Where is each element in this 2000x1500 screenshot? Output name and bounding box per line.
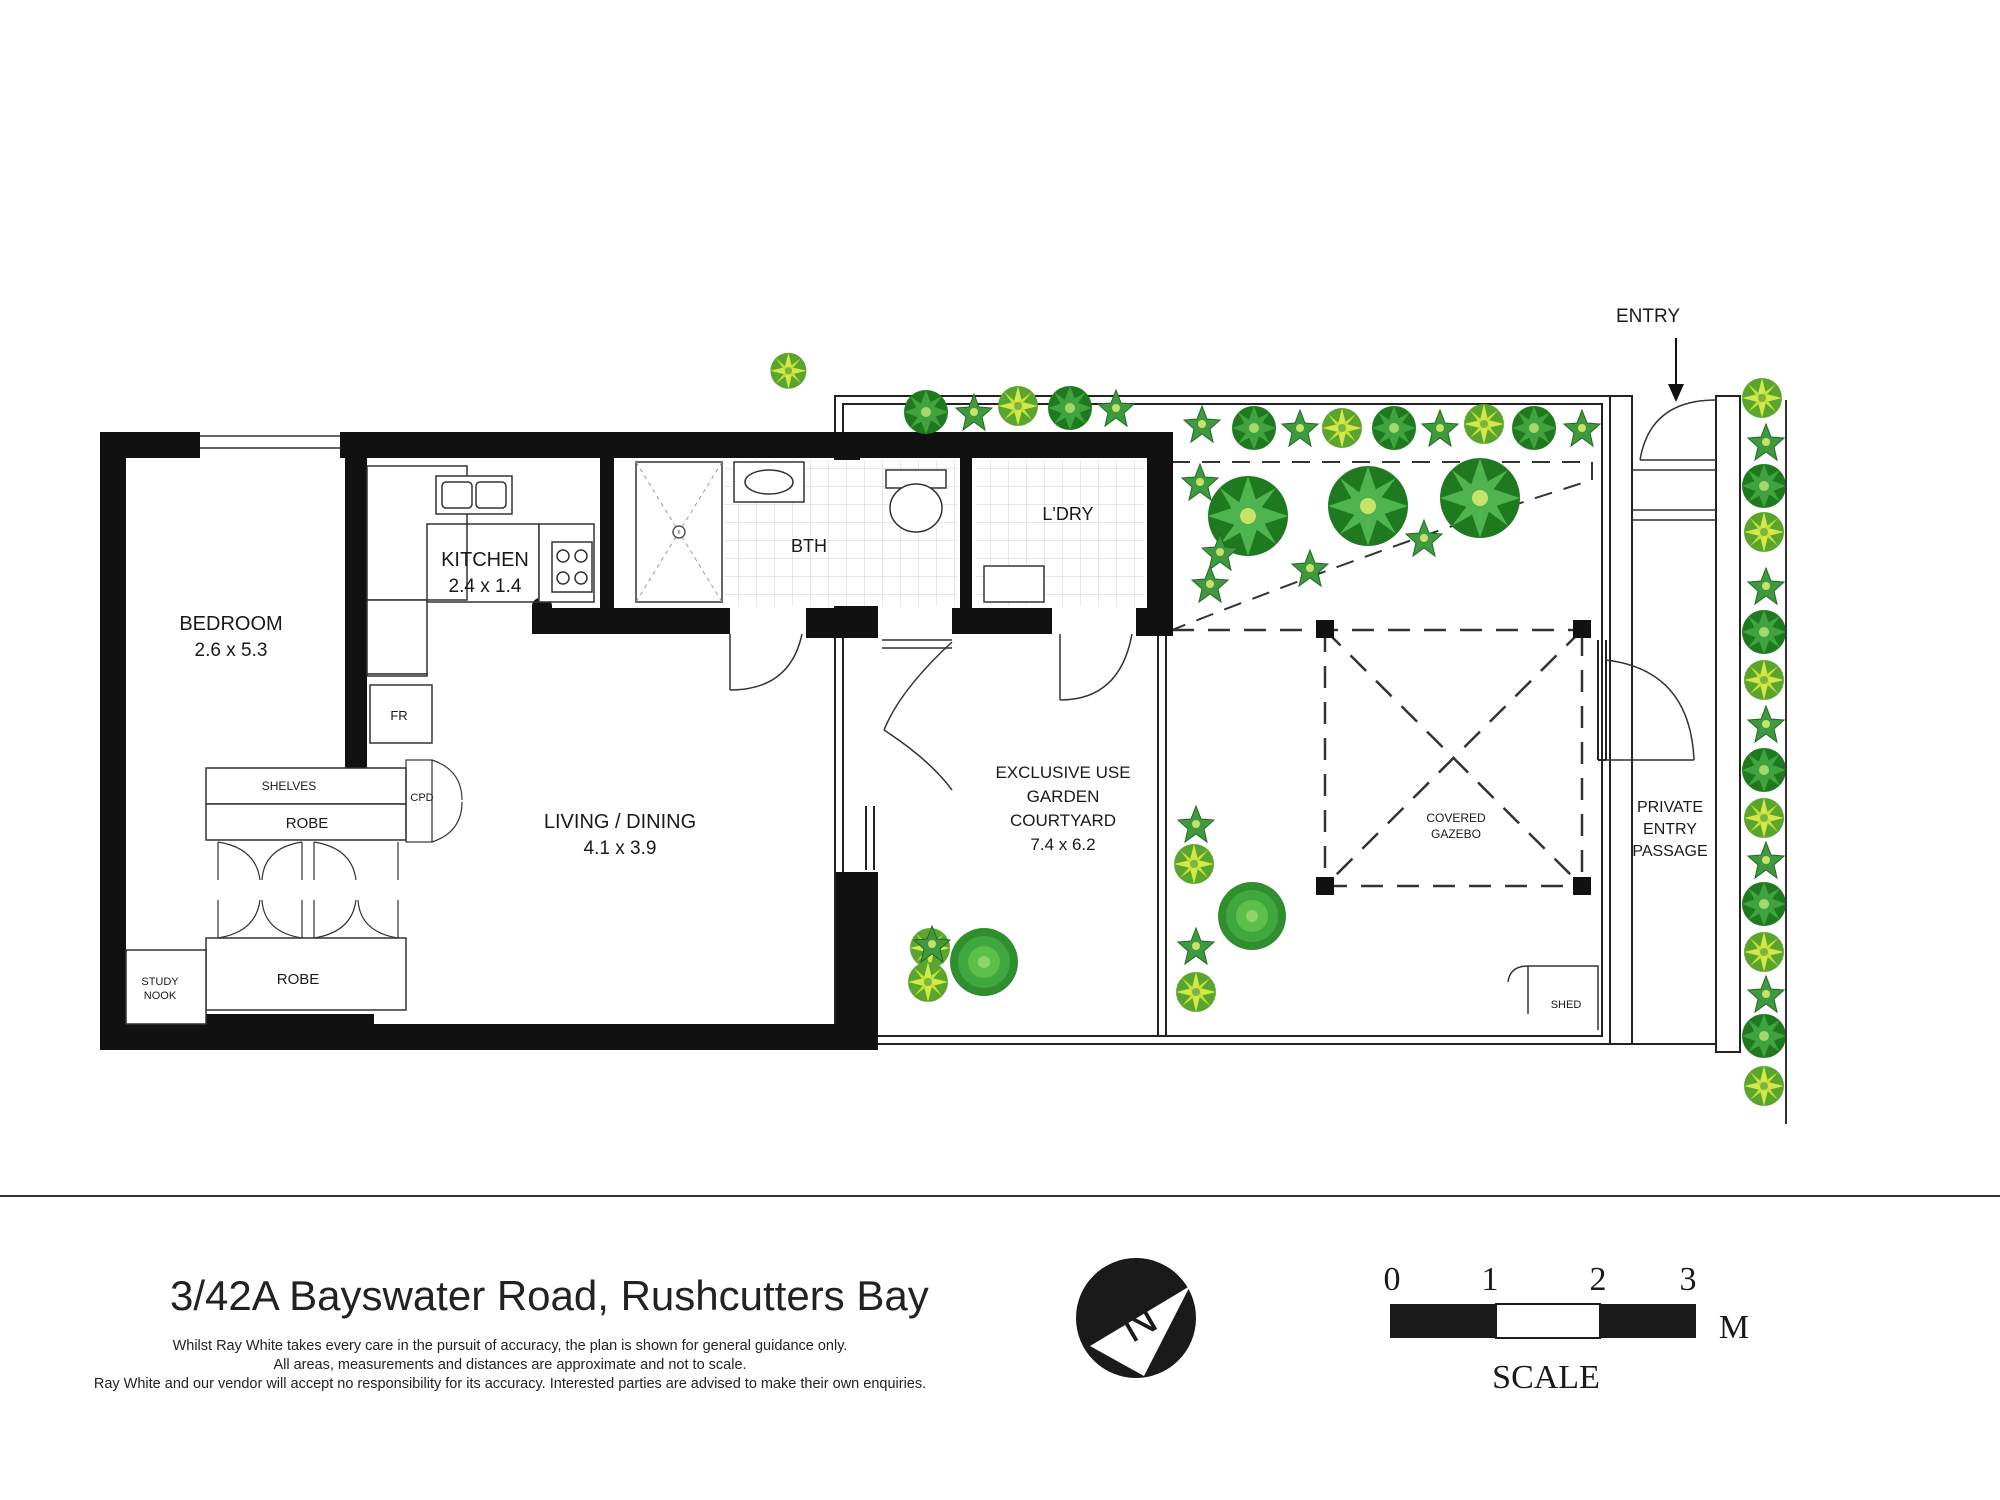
passage-label-2: ENTRY [1643, 821, 1697, 838]
doors [729, 399, 1717, 1030]
cooktop-icon [551, 541, 593, 593]
basin-icon [733, 461, 805, 503]
shelves-label: SHELVES [262, 779, 316, 793]
living-dims: 4.1 x 3.9 [584, 838, 657, 859]
kitchen-label: KITCHEN [441, 549, 529, 571]
scale-tick-2: 2 [1590, 1261, 1607, 1298]
disclaimer-line-2: All areas, measurements and distances ar… [273, 1357, 746, 1373]
courtyard-boundary [834, 395, 1741, 1053]
disclaimer-line-1: Whilst Ray White takes every care in the… [173, 1338, 848, 1354]
cupboard-label: CPD [410, 792, 433, 804]
scale-tick-1: 1 [1482, 1261, 1499, 1298]
passage-label-3: PASSAGE [1632, 843, 1707, 860]
laundry-tub-icon [983, 565, 1045, 603]
scale-tick-0: 0 [1384, 1261, 1401, 1298]
gazebo-label-1: COVERED [1426, 811, 1486, 825]
laundry-label: L'DRY [1042, 504, 1093, 524]
fridge-label: FR [390, 708, 407, 723]
gazebo [1172, 620, 1591, 895]
apartment-walls [100, 432, 1173, 1050]
shed-label: SHED [1551, 999, 1582, 1011]
cupboard [405, 759, 463, 843]
north-arrow-icon: N [1076, 1258, 1196, 1378]
study-label-1: STUDY [141, 976, 179, 988]
courtyard-label-3: COURTYARD [1010, 811, 1116, 830]
courtyard-dims: 7.4 x 6.2 [1030, 835, 1095, 854]
disclaimer-line-3: Ray White and our vendor will accept no … [94, 1376, 926, 1392]
shower-icon [672, 525, 686, 539]
kitchen-dims: 2.4 x 1.4 [449, 576, 522, 597]
plant-icon [904, 390, 948, 434]
courtyard-label-1: EXCLUSIVE USE [995, 763, 1130, 782]
robe-doors [217, 841, 399, 939]
courtyard-label-2: GARDEN [1027, 787, 1100, 806]
garden-bed-outline [1171, 461, 1593, 631]
bath-label: BTH [791, 536, 827, 556]
gazebo-label-2: GAZEBO [1431, 827, 1481, 841]
shower-floor [635, 461, 723, 603]
entry-arrow-icon [1668, 338, 1684, 402]
scale-unit: M [1719, 1309, 1749, 1346]
scale-bar: 0 1 2 3 M SCALE [1384, 1261, 1750, 1396]
bedroom-label: BEDROOM [179, 613, 282, 635]
bedroom-window [200, 435, 340, 449]
scale-tick-3: 3 [1680, 1261, 1697, 1298]
address-title: 3/42A Bayswater Road, Rushcutters Bay [170, 1272, 929, 1319]
sink-icon [435, 475, 513, 515]
scale-label: SCALE [1492, 1359, 1600, 1396]
study-label-2: NOOK [144, 990, 177, 1002]
passage-label-1: PRIVATE [1637, 799, 1703, 816]
robe-label-1: ROBE [286, 815, 329, 832]
entry-label: ENTRY [1616, 306, 1680, 327]
living-label: LIVING / DINING [544, 811, 696, 833]
bedroom-dims: 2.6 x 5.3 [195, 640, 268, 661]
robe-label-2: ROBE [277, 971, 320, 988]
toilet-icon [885, 469, 947, 533]
